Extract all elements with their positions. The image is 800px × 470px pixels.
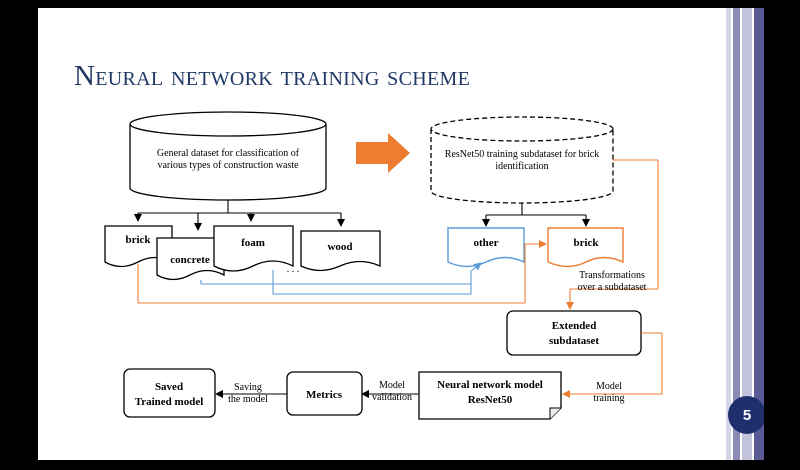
general-dataset-cylinder: General dataset for classification of va… bbox=[129, 111, 327, 201]
page-number-badge: 5 bbox=[728, 396, 764, 434]
subdataset-line1: ResNet50 training subdataset for brick bbox=[445, 149, 599, 160]
transformations-line2: over a subdataset bbox=[578, 282, 647, 293]
category-wood-label: wood bbox=[327, 241, 352, 253]
model-training-line1: Model bbox=[596, 381, 622, 392]
saved-line1: Saved bbox=[155, 381, 183, 393]
general-dataset-line1: General dataset for classification of bbox=[157, 148, 300, 159]
page-number: 5 bbox=[742, 406, 752, 424]
network-box: Neural network model ResNet50 bbox=[418, 371, 562, 420]
saving-line1: Saving bbox=[234, 382, 262, 393]
saving-line2: the model bbox=[228, 394, 268, 405]
saved-line2: Trained model bbox=[135, 396, 204, 408]
category-concrete-label: concrete bbox=[170, 254, 210, 266]
metrics-label: Metrics bbox=[306, 389, 343, 401]
subdataset-cylinder: ResNet50 training subdataset for brick i… bbox=[430, 116, 614, 204]
model-training-line2: training bbox=[593, 393, 624, 404]
transformations-line1: Transformations bbox=[579, 270, 645, 281]
saved-model-box: Saved Trained model bbox=[123, 368, 216, 418]
category-wood: wood bbox=[300, 230, 381, 272]
category-ellipsis: . . . bbox=[287, 264, 300, 275]
model-validation-line2: validation bbox=[372, 392, 412, 403]
decor-bar bbox=[742, 8, 752, 460]
metrics-box: Metrics bbox=[286, 371, 363, 416]
network-line1: Neural network model bbox=[437, 379, 543, 391]
subdataset-tree bbox=[482, 203, 590, 227]
extended-line2: subdataset bbox=[549, 335, 599, 347]
other-connectors bbox=[200, 262, 482, 295]
subdataset-line2: identification bbox=[495, 161, 548, 172]
class-brick: brick bbox=[547, 227, 624, 268]
diagram: General dataset for classification of va… bbox=[104, 111, 663, 420]
network-line2: ResNet50 bbox=[468, 394, 513, 406]
decor-bar bbox=[754, 8, 764, 460]
training-connector bbox=[562, 332, 663, 398]
slide-title: Neural network training scheme bbox=[74, 60, 471, 92]
category-foam-label: foam bbox=[241, 237, 265, 249]
category-tree bbox=[134, 200, 345, 231]
decor-bar bbox=[733, 8, 740, 460]
category-brick-label: brick bbox=[125, 234, 151, 246]
decor-bar bbox=[726, 8, 731, 460]
general-dataset-line2: various types of construction waste bbox=[157, 160, 299, 171]
class-other-label: other bbox=[473, 237, 498, 249]
transform-connector bbox=[566, 159, 659, 310]
transfer-arrow-icon bbox=[356, 133, 410, 173]
brick-connector bbox=[137, 240, 547, 304]
slide: Neural network training scheme General d… bbox=[38, 8, 764, 460]
extended-subdataset-box: Extended subdataset bbox=[506, 310, 642, 356]
category-concrete: concrete bbox=[156, 237, 225, 281]
extended-line1: Extended bbox=[552, 320, 597, 332]
class-other: other bbox=[447, 227, 525, 268]
category-foam: foam bbox=[213, 225, 294, 272]
model-validation-line1: Model bbox=[379, 380, 405, 391]
class-brick-label: brick bbox=[573, 237, 599, 249]
